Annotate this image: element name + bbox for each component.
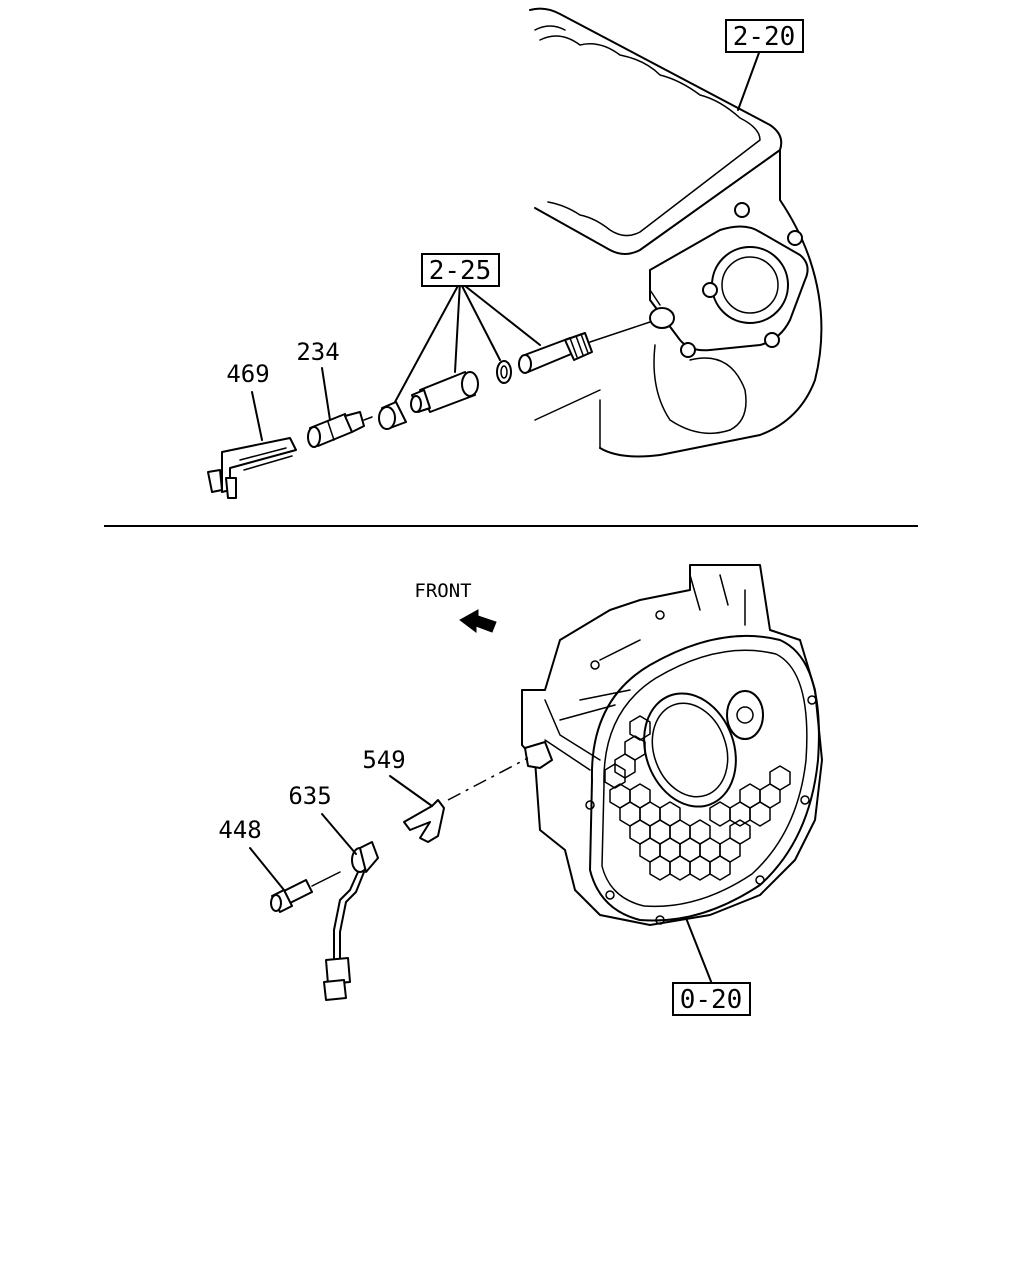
retaining-clip: [207, 437, 297, 499]
bolt: [270, 871, 341, 913]
sensor-centerline: [447, 757, 529, 801]
assembly-centerline: [589, 321, 651, 343]
front-arrow-icon: [459, 609, 497, 633]
o-ring: [496, 360, 512, 384]
sleeve: [410, 371, 479, 413]
reference-2-20: 2-20: [725, 19, 804, 111]
bushing: [378, 401, 407, 430]
part-label-469: 469: [226, 360, 269, 388]
leader-234: [321, 367, 331, 421]
ref-label-0-20: 0-20: [680, 985, 743, 1015]
front-direction-label: FRONT: [414, 580, 471, 602]
part-label-448: 448: [218, 816, 261, 844]
part-label-549: 549: [362, 746, 405, 774]
reference-2-25: 2-25: [394, 253, 541, 403]
leader-469: [251, 391, 263, 441]
flywheel-housing: [521, 564, 823, 926]
ref-label-2-20: 2-20: [733, 22, 796, 52]
ref-label-2-25: 2-25: [429, 256, 492, 286]
part-label-234: 234: [296, 338, 339, 366]
sensor-bracket: [403, 799, 445, 843]
speed-sensor-with-harness: [323, 841, 379, 1001]
part-label-635: 635: [288, 782, 331, 810]
leader-549: [389, 775, 433, 807]
reference-0-20: 0-20: [672, 917, 751, 1016]
speed-sensor: [307, 411, 373, 448]
leader-635: [321, 813, 357, 855]
driven-gear: [518, 332, 593, 374]
leader-448: [249, 847, 285, 891]
transmission-case: [529, 7, 823, 458]
